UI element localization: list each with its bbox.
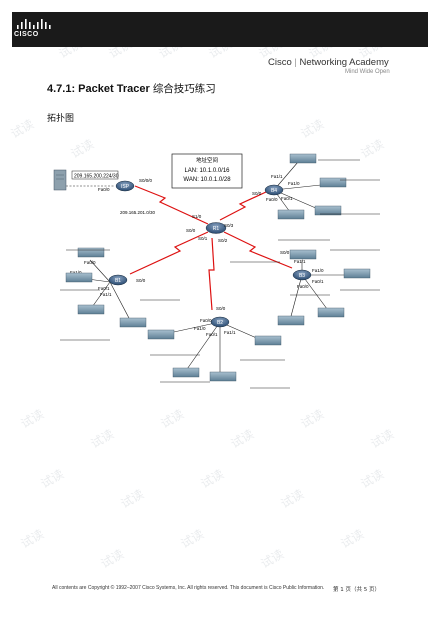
- watermark-text: 试读: [178, 526, 207, 551]
- switch-icon: [343, 268, 371, 279]
- r1-port-label: S0/1: [198, 236, 208, 241]
- watermark-text: 试读: [38, 466, 67, 491]
- header-bar: CISCO: [12, 12, 428, 47]
- b2-router-label: B2: [217, 320, 223, 326]
- watermark-text: 试读: [18, 526, 47, 551]
- watermark-text: 试读: [358, 466, 387, 491]
- watermark-text: 试读: [228, 426, 257, 451]
- watermark-text: 试读: [298, 116, 327, 141]
- server-ip-label: 209.165.200.224/30: [74, 174, 119, 180]
- footer-copyright: All contents are Copyright © 1992–2007 C…: [52, 585, 325, 591]
- academy-tagline: Mind Wide Open: [345, 69, 390, 75]
- watermark-text: 试读: [8, 116, 37, 141]
- r1-router-label: R1: [213, 226, 220, 232]
- b1-port-label: S0/0: [136, 278, 146, 283]
- switch-icon: [209, 371, 237, 382]
- watermark-text: 试读: [298, 406, 327, 431]
- watermark-text: 试读: [118, 486, 147, 511]
- switch-icon: [119, 317, 147, 328]
- lan-address: LAN: 10.1.0.0/16: [184, 168, 230, 174]
- watermark-text: 试读: [88, 426, 117, 451]
- switch-icon: [77, 247, 105, 258]
- switch-icon: [289, 249, 317, 260]
- r1-port-label: S0/2: [218, 238, 228, 243]
- switch-icon: [277, 209, 305, 220]
- server-port-label: Fa0/0: [98, 187, 110, 192]
- b4-port-label: Fa0/1: [281, 196, 293, 201]
- watermark-text: 试读: [98, 546, 127, 571]
- section-title: 拓扑图: [47, 114, 75, 124]
- b3-router-label: B3: [299, 273, 305, 279]
- switch-icon: [277, 315, 305, 326]
- address-space-box: 地址空间 LAN: 10.1.0.0/16 WAN: 10.0.1.0/28: [171, 153, 243, 189]
- r1-port-label: S0/3: [224, 223, 234, 228]
- b3-port-label: Fa0/1: [312, 279, 324, 284]
- r1-port-label: S1/0: [192, 214, 202, 219]
- b3-router-icon: B3: [292, 269, 312, 281]
- watermark-text: 试读: [258, 546, 287, 571]
- b3-port-label: S0/0: [280, 250, 290, 255]
- document-title-prefix: 4.7.1: Packet Tracer: [47, 83, 150, 95]
- switch-icon: [319, 177, 347, 188]
- watermark-text: 试读: [368, 426, 397, 451]
- switch-icon: [289, 153, 317, 164]
- b2-port-label: Fa1/1: [224, 330, 236, 335]
- b1-port-label: Fa0/0: [84, 260, 96, 265]
- switch-icon: [254, 335, 282, 346]
- watermark-text: 试读: [18, 406, 47, 431]
- b3-port-label: Fa1/1: [294, 259, 306, 264]
- topology-diagram: 地址空间 LAN: 10.1.0.0/16 WAN: 10.0.1.0/28: [53, 153, 380, 389]
- b4-port-label: Fa1/0: [288, 181, 300, 186]
- b4-port-label: S0/0: [252, 191, 262, 196]
- b4-router-label: B4: [271, 188, 277, 194]
- b4-port-label: Fa0/0: [266, 197, 278, 202]
- b2-port-label: S0/0: [216, 306, 226, 311]
- isp-router-label: ISP: [121, 184, 130, 190]
- b1-port-label: Fa1/0: [70, 270, 82, 275]
- academy-name: Networking Academy: [299, 57, 389, 68]
- b4-port-label: Fa1/1: [271, 174, 283, 179]
- isp-router-icon: ISP: [115, 180, 135, 192]
- document-title-cn: 综合技巧练习: [152, 83, 216, 95]
- wan-address: WAN: 10.0.1.0/28: [183, 177, 231, 183]
- academy-separator: |: [294, 57, 297, 68]
- b3-port-label: Fa1/0: [312, 268, 324, 273]
- b1-port-label: Fa0/1: [98, 286, 110, 291]
- document-title: 4.7.1: Packet Tracer 综合技巧练习: [47, 81, 216, 96]
- switch-icons: [65, 153, 371, 382]
- server-ip-box: [71, 170, 119, 180]
- r1-port-label: S0/0: [186, 228, 196, 233]
- cisco-logo-icon: [17, 19, 51, 29]
- b1-router-icon: B1: [108, 274, 128, 286]
- watermark-text: 试读: [278, 486, 307, 511]
- b4-router-icon: B4: [264, 184, 284, 196]
- watermark-text: 试读: [338, 526, 367, 551]
- switch-icon: [65, 272, 93, 283]
- address-space-label: 地址空间: [196, 156, 218, 164]
- switch-icon: [77, 304, 105, 315]
- page-number: 第 1 页（共 5 页）: [333, 587, 380, 593]
- b1-port-label: Fa1/1: [100, 292, 112, 297]
- b2-router-icon: B2: [210, 316, 230, 328]
- b2-port-label: Fa0/0: [200, 318, 212, 323]
- b3-port-label: Fa0/0: [297, 284, 309, 289]
- server-icon: [53, 169, 67, 191]
- blank-lines: [60, 159, 380, 389]
- b2-port-label: Fa1/0: [194, 326, 206, 331]
- isp-port-label: S0/0/0: [139, 178, 153, 183]
- watermark-text: 试读: [158, 406, 187, 431]
- academy-brand-cisco: Cisco: [268, 57, 292, 68]
- b1-router-label: B1: [115, 278, 121, 284]
- watermark-text: 试读: [198, 466, 227, 491]
- switch-icon: [147, 329, 175, 340]
- cisco-logo-text: CISCO: [14, 31, 39, 38]
- switch-icon: [172, 367, 200, 378]
- b2-port-label: Fa0/1: [206, 332, 218, 337]
- switch-icon: [314, 205, 342, 216]
- r1-router-icon: R1: [205, 222, 227, 234]
- switch-icon: [317, 307, 345, 318]
- academy-brand: Cisco | Networking Academy Mind Wide Ope…: [268, 57, 428, 75]
- serial-links: [129, 185, 293, 311]
- isp-link-ip-label: 209.165.201.0/30: [120, 210, 156, 215]
